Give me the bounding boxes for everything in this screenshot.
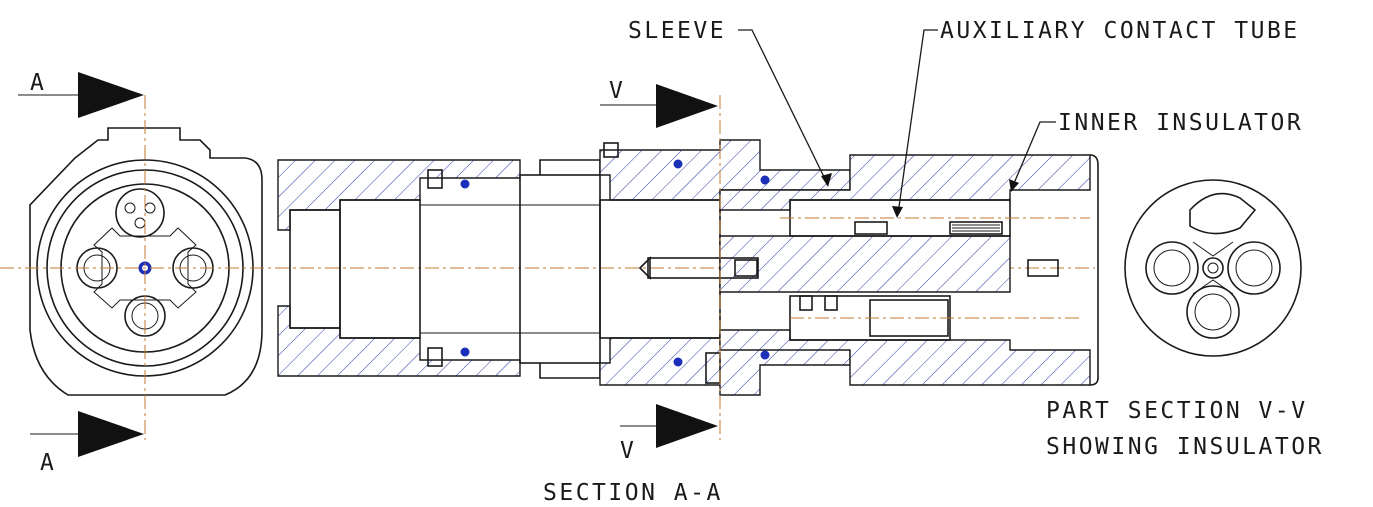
end-view-aux-cluster xyxy=(115,188,165,238)
aux-contact-spring xyxy=(949,221,1003,235)
part-section-title-line1: PART SECTION V-V xyxy=(1046,398,1308,424)
body-middle-collar-bottom xyxy=(539,363,601,379)
end-view-insert-cross xyxy=(93,227,197,309)
center-pin-rear xyxy=(1027,259,1059,277)
insulator-center-hole xyxy=(1202,257,1224,279)
cut-a-top-label: A xyxy=(30,70,46,96)
cut-a-top-arrow xyxy=(78,72,144,118)
receptacle-cavity xyxy=(599,199,721,339)
rear-barrel-top xyxy=(719,154,1091,211)
auxiliary-contact-tube-leader xyxy=(897,29,938,215)
section-title: SECTION A-A xyxy=(543,480,723,506)
shell-set-screw-top xyxy=(603,142,619,158)
insulator-center-hole-inner xyxy=(1207,262,1219,274)
rear-barrel-end xyxy=(1089,154,1099,386)
auxiliary-contact-tube-arrowhead xyxy=(892,206,903,218)
insulator-contact-bottom xyxy=(1186,285,1240,339)
cut-v-top-arrow xyxy=(656,84,718,128)
insulator-contact-left xyxy=(1145,241,1199,295)
center-pin-tip xyxy=(638,256,651,280)
inner-insulator xyxy=(719,235,1011,293)
part-section-title-line2: SHOWING INSULATOR xyxy=(1046,434,1324,460)
cut-v-top-label: V xyxy=(609,78,625,104)
seal-oring-5 xyxy=(673,357,683,367)
end-view-aux-pin-2 xyxy=(144,202,156,214)
insulator-contact-bottom-inner xyxy=(1194,293,1232,331)
coupling-nut-bottom-wall xyxy=(277,305,521,377)
main-contact-detent-1 xyxy=(799,295,813,311)
sleeve-leader-arrowhead xyxy=(821,173,832,187)
inner-insulator-arrowhead xyxy=(1009,179,1019,192)
center-pin-collar xyxy=(734,259,758,277)
shell-set-screw-bottom xyxy=(705,352,721,384)
coupling-nut-front-ring xyxy=(289,209,341,329)
insulator-aux-cavity xyxy=(1189,192,1257,235)
coupling-detent-top xyxy=(427,169,443,189)
insulator-rib-bottom xyxy=(1192,279,1234,295)
aux-contact-tube xyxy=(854,221,888,235)
cut-v-bottom-label: V xyxy=(620,438,636,464)
cut-plane-v: V V xyxy=(600,78,721,464)
auxiliary-contact-tube-label: AUXILIARY CONTACT TUBE xyxy=(940,18,1300,44)
insulator-contact-right xyxy=(1227,241,1281,295)
coupling-detent-bottom xyxy=(427,347,443,367)
seal-oring-4 xyxy=(460,347,470,357)
end-view xyxy=(0,95,270,440)
main-contact-detent-2 xyxy=(824,295,838,311)
cut-v-bottom-arrow xyxy=(656,404,718,448)
end-view-aux-pin-3 xyxy=(134,217,146,229)
cut-a-bottom-arrow xyxy=(78,411,144,457)
sleeve-label: SLEEVE xyxy=(628,18,726,44)
seal-oring-1 xyxy=(673,159,683,169)
sleeve-leader xyxy=(738,29,829,186)
seal-oring-3 xyxy=(460,179,470,189)
inner-insulator-leader xyxy=(1011,121,1056,189)
coupling-nut-bore xyxy=(339,199,421,339)
seal-oring-6 xyxy=(760,350,770,360)
cut-plane-a: A A xyxy=(18,70,144,476)
section-view xyxy=(150,139,1099,396)
body-middle-collar-top xyxy=(539,159,601,175)
end-view-aux-pin-1 xyxy=(124,202,136,214)
seal-oring-2 xyxy=(760,175,770,185)
inner-insulator-label: INNER INSULATOR xyxy=(1058,110,1303,136)
insulator-contact-left-inner xyxy=(1153,249,1191,287)
insulator-outline xyxy=(1124,179,1302,357)
coupling-nut-top-wall xyxy=(277,159,521,231)
insulator-contact-right-inner xyxy=(1235,249,1273,287)
insulator-rib-top xyxy=(1192,241,1234,257)
center-pin xyxy=(647,257,759,279)
cut-a-bottom-label: A xyxy=(40,450,56,476)
end-view-outline xyxy=(29,127,263,396)
callouts: SLEEVE AUXILIARY CONTACT TUBE INNER INSU… xyxy=(543,18,1324,506)
part-section-vv xyxy=(1124,179,1302,357)
body-middle-section xyxy=(519,174,601,364)
